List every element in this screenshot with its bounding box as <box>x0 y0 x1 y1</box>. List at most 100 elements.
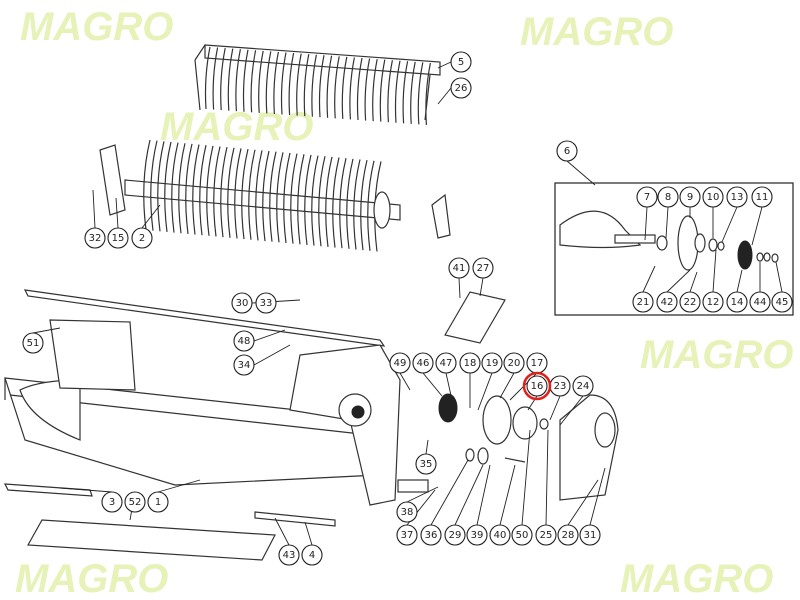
callout-circle <box>231 292 253 314</box>
callout-part-8: 8 <box>657 186 679 208</box>
rotor-tine <box>178 143 186 234</box>
callout-part-47: 47 <box>435 352 457 374</box>
callout-part-15: 15 <box>107 227 129 249</box>
tine <box>265 51 272 114</box>
strip-part-30 <box>23 289 386 347</box>
callout-label: 29 <box>449 530 462 541</box>
callout-circle <box>503 352 525 374</box>
callout-part-10: 10 <box>702 186 724 208</box>
callout-circle <box>466 524 488 546</box>
rotor-tine <box>325 156 333 247</box>
rotor-tine <box>206 145 214 236</box>
watermark: MAGRO <box>20 5 173 49</box>
callout-label: 51 <box>27 338 40 349</box>
rotor-tine <box>304 154 312 246</box>
callout-circle <box>412 352 434 374</box>
callout-label: 12 <box>707 297 720 308</box>
callout-circle <box>448 257 470 279</box>
tine <box>204 46 211 110</box>
callout-circle <box>726 291 748 313</box>
callout-circle <box>389 352 411 374</box>
callout-label: 41 <box>453 263 466 274</box>
rotor-tine <box>199 145 207 236</box>
callout-part-39: 39 <box>466 524 488 546</box>
callout-part-16: 16 <box>526 375 548 397</box>
rotor-tine <box>255 150 263 241</box>
rotor-tine <box>269 151 277 242</box>
callout-part-13: 13 <box>726 186 748 208</box>
tine <box>212 47 219 110</box>
watermark: MAGRO <box>160 105 313 149</box>
callout-circle <box>771 291 793 313</box>
callout-part-32: 32 <box>84 227 106 249</box>
callout-circle <box>679 291 701 313</box>
callout-part-1: 1 <box>147 491 169 513</box>
callout-label: 17 <box>531 358 544 369</box>
rotor-tine <box>290 153 298 244</box>
watermark: MAGRO <box>640 333 793 377</box>
rotor-tine <box>276 152 284 243</box>
rotor-tine <box>332 157 340 248</box>
callout-circle <box>101 491 123 513</box>
callout-part-52: 52 <box>124 491 146 513</box>
callout-part-9: 9 <box>679 186 701 208</box>
tine <box>402 61 409 124</box>
callout-part-51: 51 <box>22 332 44 354</box>
callout-label: 49 <box>394 358 407 369</box>
tine <box>235 49 241 112</box>
tine <box>273 51 279 114</box>
callout-label: 35 <box>420 459 433 470</box>
callout-label: 6 <box>564 146 570 157</box>
callout-circle <box>656 291 678 313</box>
callout-part-45: 45 <box>771 291 793 313</box>
rotor-tine <box>353 159 361 250</box>
callout-label: 52 <box>129 497 142 508</box>
rotor-tine <box>234 148 242 239</box>
rotor-tine <box>360 160 368 251</box>
tine <box>356 57 363 121</box>
callout-part-28: 28 <box>557 524 579 546</box>
callout-part-2: 2 <box>131 227 153 249</box>
callout-part-37: 37 <box>396 524 418 546</box>
tine <box>387 60 393 123</box>
callout-label: 2 <box>139 233 145 244</box>
tine <box>250 50 257 113</box>
callout-label: 25 <box>540 530 553 541</box>
callout-part-46: 46 <box>412 352 434 374</box>
callout-circle <box>124 491 146 513</box>
callout-label: 4 <box>309 550 315 561</box>
callout-label: 31 <box>584 530 597 541</box>
callout-part-6: 6 <box>556 140 578 162</box>
rotor-tine <box>143 139 151 231</box>
rotor-tine <box>157 141 165 232</box>
rotor-tine <box>297 154 305 245</box>
callout-part-42: 42 <box>656 291 678 313</box>
callout-circle <box>535 524 557 546</box>
callout-circle <box>702 186 724 208</box>
callout-label: 47 <box>440 358 453 369</box>
callout-circle <box>702 291 724 313</box>
rotor-tine <box>311 155 319 246</box>
callout-circle <box>396 524 418 546</box>
callout-part-19: 19 <box>481 352 503 374</box>
callout-label: 50 <box>516 530 529 541</box>
watermark: MAGRO <box>520 10 673 54</box>
callout-label: 48 <box>238 336 251 347</box>
plate-part-52 <box>27 519 276 561</box>
callout-label: 45 <box>776 297 789 308</box>
callout-circle <box>450 77 472 99</box>
tine <box>425 62 431 125</box>
callout-circle <box>420 524 442 546</box>
callout-label: 44 <box>754 297 767 308</box>
callout-part-34: 34 <box>233 354 255 376</box>
callout-part-43: 43 <box>278 544 300 566</box>
tine <box>303 54 310 117</box>
tine <box>364 58 371 121</box>
rotor-tine <box>248 149 256 240</box>
tine <box>227 48 234 111</box>
rotor-tine <box>150 140 158 231</box>
rotor-tine <box>213 146 221 237</box>
callout-circle <box>511 524 533 546</box>
tine <box>318 55 325 118</box>
